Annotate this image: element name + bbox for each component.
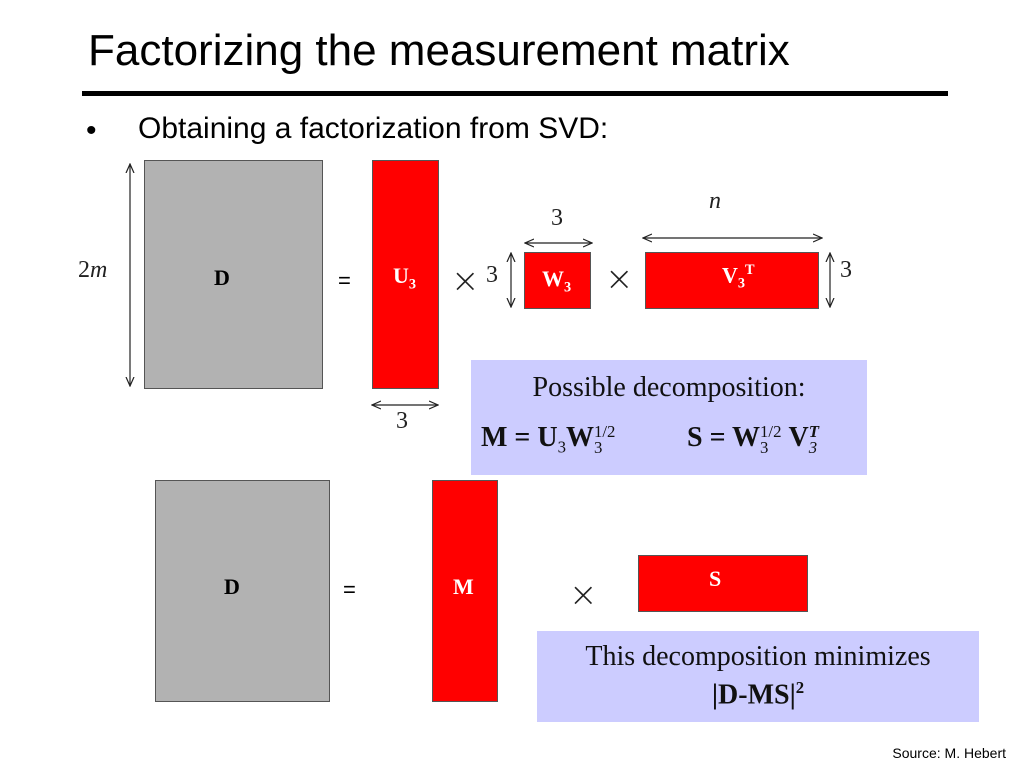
equals-sign-bottom: = <box>343 577 356 602</box>
matrix-v3t <box>645 252 819 309</box>
bullet-text: Obtaining a factorization from SVD: <box>138 112 609 145</box>
matrix-s <box>638 555 808 612</box>
matrix-d-bottom <box>155 480 330 702</box>
matrix-d-top <box>144 160 323 389</box>
matrix-u3-label: U3 <box>393 263 417 293</box>
dim-n-label: n <box>709 188 721 214</box>
minimize-line2: |D-MS|2 <box>711 678 805 711</box>
times-icon-2: × <box>605 259 634 299</box>
dim-v3-height-label: 3 <box>840 257 852 283</box>
matrix-v3t-label: V3T <box>722 262 755 292</box>
possible-decomposition-heading: Possible decomposition: <box>532 372 806 403</box>
matrix-d-bottom-label: D <box>224 574 240 599</box>
equals-sign-top: = <box>338 268 351 293</box>
matrix-d-top-label: D <box>214 265 230 290</box>
matrix-m-label: M <box>453 574 474 599</box>
matrix-w3 <box>524 252 591 309</box>
matrix-w3-label: W3 <box>542 266 572 296</box>
matrix-u3 <box>372 160 439 389</box>
matrix-s-label: S <box>709 566 722 591</box>
dim-w3-width-label: 3 <box>551 205 563 231</box>
title-underline <box>82 91 948 96</box>
times-icon-1: × <box>451 261 480 301</box>
matrix-m <box>432 480 498 702</box>
minimize-line1: This decomposition minimizes <box>585 641 931 672</box>
source-credit: Source: M. Hebert <box>892 745 1006 761</box>
dim-w3-height-label: 3 <box>486 262 498 288</box>
bullet-marker: • <box>86 114 97 147</box>
times-icon-3: × <box>569 575 598 615</box>
slide-title: Factorizing the measurement matrix <box>88 26 790 75</box>
minimize-box: This decomposition minimizes |D-MS|2 <box>537 631 979 722</box>
dim-u3-width-label: 3 <box>396 408 408 434</box>
dim-2m-label: 2m <box>78 257 108 283</box>
